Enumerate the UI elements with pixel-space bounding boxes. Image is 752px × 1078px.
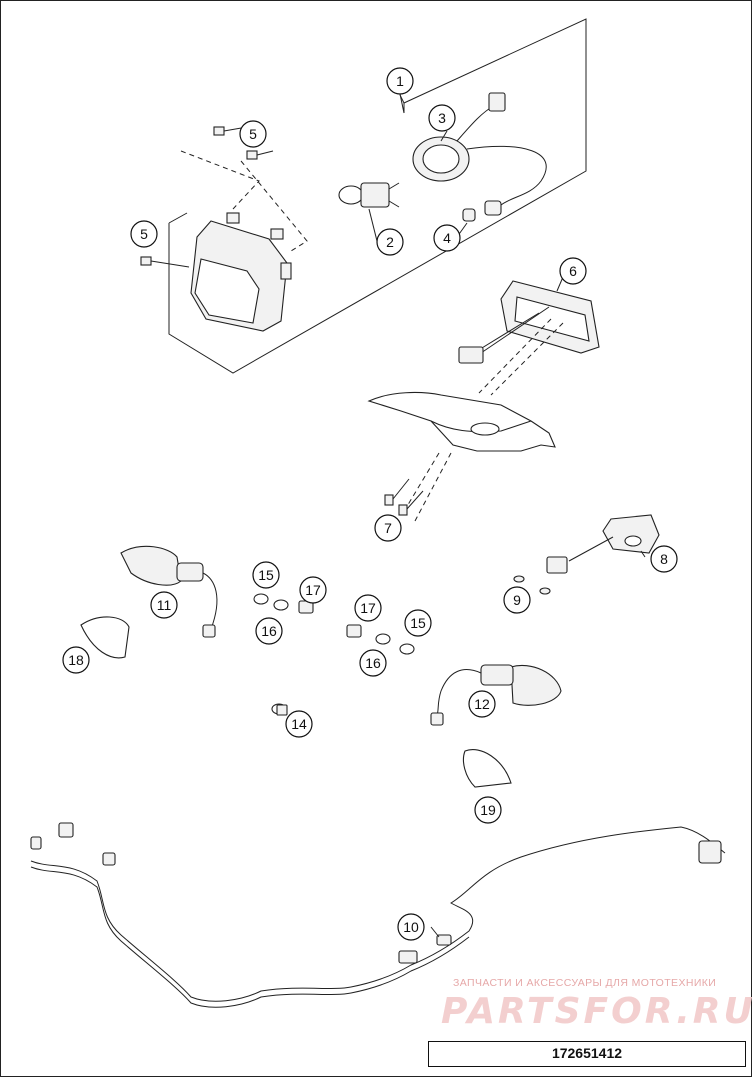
callout-18: 18 xyxy=(62,646,90,674)
lens-cover-left xyxy=(80,616,130,659)
svg-text:3: 3 xyxy=(438,110,446,126)
svg-text:12: 12 xyxy=(474,696,490,712)
svg-text:17: 17 xyxy=(305,582,321,598)
svg-text:4: 4 xyxy=(443,230,451,246)
callout-3: 3 xyxy=(428,104,456,132)
washers-left xyxy=(253,593,314,614)
svg-text:8: 8 xyxy=(660,551,668,567)
headlight-housing xyxy=(190,212,292,332)
turn-signal-front xyxy=(120,545,218,638)
callout-4: 4 xyxy=(433,224,461,252)
callout-8: 8 xyxy=(650,545,678,573)
callout-19: 19 xyxy=(474,796,502,824)
callout-7: 7 xyxy=(374,514,402,542)
callout-15-right: 15 xyxy=(404,609,432,637)
svg-text:5: 5 xyxy=(140,226,148,242)
callout-10: 10 xyxy=(397,913,425,941)
svg-text:1: 1 xyxy=(396,73,404,89)
screws-9 xyxy=(513,575,551,595)
license-light xyxy=(546,514,660,574)
svg-text:16: 16 xyxy=(261,623,277,639)
callout-16-right: 16 xyxy=(359,649,387,677)
svg-text:16: 16 xyxy=(365,655,381,671)
turn-signal-rear xyxy=(430,664,562,726)
svg-text:19: 19 xyxy=(480,802,496,818)
socket-assembly xyxy=(412,92,547,216)
svg-text:15: 15 xyxy=(410,615,426,631)
bolts-7 xyxy=(384,478,424,516)
svg-text:2: 2 xyxy=(386,234,394,250)
lens-cover-right xyxy=(462,749,512,788)
bulb-h4 xyxy=(338,182,400,208)
diagram-code: 172651412 xyxy=(428,1041,746,1067)
watermark-brand: PARTSFOR.RU xyxy=(441,991,752,1032)
callout-17-right: 17 xyxy=(354,594,382,622)
svg-text:14: 14 xyxy=(291,716,307,732)
callout-11: 11 xyxy=(150,591,178,619)
callout-1: 1 xyxy=(386,67,414,95)
callout-5-left: 5 xyxy=(130,220,158,248)
tail-light xyxy=(458,280,600,364)
wiring-harness xyxy=(30,822,726,1008)
callout-2: 2 xyxy=(376,228,404,256)
callout-14: 14 xyxy=(285,710,313,738)
svg-text:9: 9 xyxy=(513,592,521,608)
watermark-caption: ЗАПЧАСТИ И АКСЕССУАРЫ ДЛЯ МОТОТЕХНИКИ xyxy=(453,977,717,989)
svg-text:11: 11 xyxy=(157,597,172,613)
callout-15-left: 15 xyxy=(252,561,280,589)
svg-text:7: 7 xyxy=(384,520,392,536)
svg-text:15: 15 xyxy=(258,567,274,583)
callout-12: 12 xyxy=(468,690,496,718)
svg-text:17: 17 xyxy=(360,600,376,616)
svg-text:18: 18 xyxy=(68,652,84,668)
svg-text:6: 6 xyxy=(569,263,577,279)
part-14 xyxy=(271,703,288,716)
callout-17-left: 17 xyxy=(299,576,327,604)
svg-text:10: 10 xyxy=(403,919,419,935)
callout-6: 6 xyxy=(559,257,587,285)
callout-5-top: 5 xyxy=(239,120,267,148)
license-bracket xyxy=(367,392,556,452)
washers-right xyxy=(346,624,415,655)
callout-16-left: 16 xyxy=(255,617,283,645)
svg-text:5: 5 xyxy=(249,126,257,142)
callout-9: 9 xyxy=(503,586,531,614)
parking-bulb xyxy=(462,208,476,222)
